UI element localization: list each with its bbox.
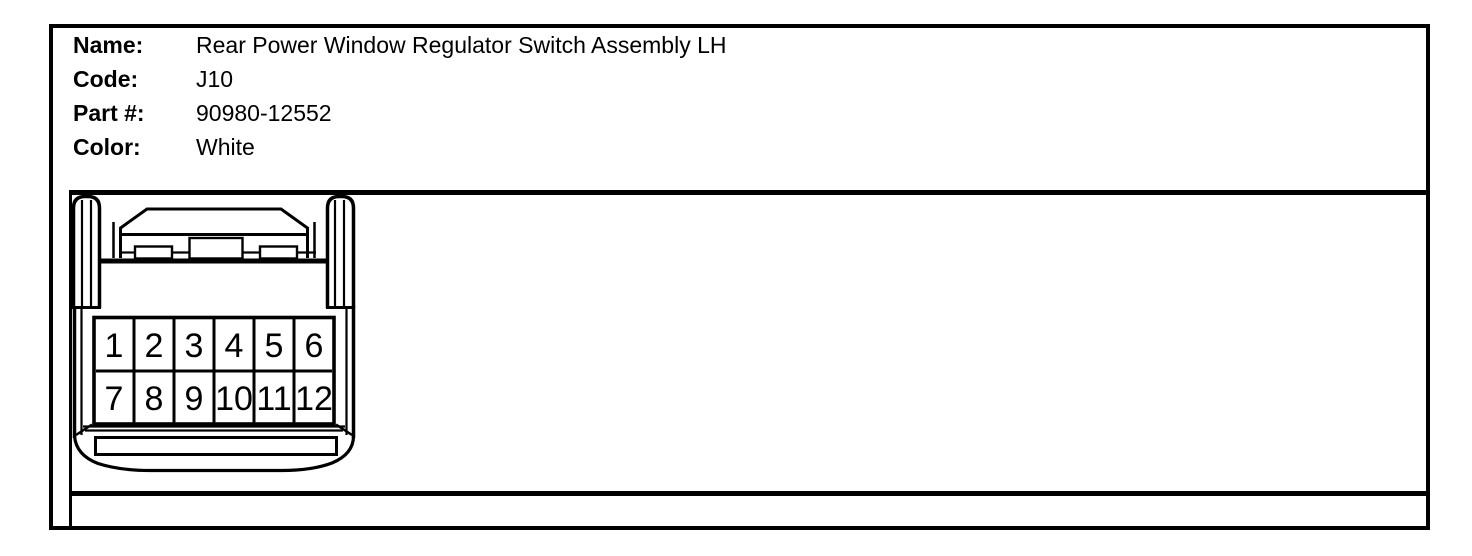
pin-cell-2: 2 — [145, 327, 164, 365]
shell-side-walls — [72, 306, 356, 438]
pin-cell-9: 9 — [185, 380, 204, 418]
field-code-label: Code: — [73, 66, 139, 92]
footer-separator-line — [69, 491, 1426, 496]
field-color-value: White — [196, 134, 255, 160]
connector-face-diagram: 1 2 3 4 5 6 7 8 9 10 11 12 — [71, 194, 356, 473]
pin-cell-6: 6 — [305, 327, 324, 365]
field-code-value: J10 — [196, 66, 234, 92]
lock-tab-right — [258, 245, 299, 260]
field-color-label: Color: — [73, 134, 141, 160]
header-fields: Name: Rear Power Window Regulator Switch… — [73, 28, 726, 164]
pin-cell-3: 3 — [185, 327, 204, 365]
field-part-number: Part #: 90980-12552 — [73, 96, 726, 130]
pin-cell-4: 4 — [225, 327, 244, 365]
lock-tab-center — [188, 236, 244, 260]
pin-cell-12: 12 — [295, 380, 333, 418]
pin-cell-11: 11 — [256, 380, 291, 418]
header-separator-line — [69, 190, 1426, 195]
field-name-value: Rear Power Window Regulator Switch Assem… — [196, 32, 727, 58]
pin-cell-5: 5 — [265, 327, 284, 365]
shell-bottom — [72, 423, 356, 473]
left-cell-border-line — [69, 190, 72, 526]
pin-cell-10: 10 — [215, 380, 253, 418]
right-guide-rail — [325, 194, 356, 309]
connector-info-panel: Name: Rear Power Window Regulator Switch… — [49, 24, 1430, 530]
bottom-bar — [94, 436, 338, 456]
pin-grid: 1 2 3 4 5 6 7 8 9 10 11 12 — [92, 315, 336, 426]
upper-housing — [101, 207, 327, 264]
pin-cell-7: 7 — [105, 380, 124, 418]
field-color: Color: White — [73, 130, 726, 164]
field-code: Code: J10 — [73, 62, 726, 96]
left-guide-rail — [71, 194, 102, 309]
field-part-number-label: Part #: — [73, 100, 145, 126]
pin-cell-1: 1 — [105, 327, 124, 365]
field-name-label: Name: — [73, 32, 144, 58]
lock-tab-left — [133, 245, 174, 260]
field-name: Name: Rear Power Window Regulator Switch… — [73, 28, 726, 62]
pin-cell-8: 8 — [145, 380, 164, 418]
field-part-number-value: 90980-12552 — [196, 100, 332, 126]
